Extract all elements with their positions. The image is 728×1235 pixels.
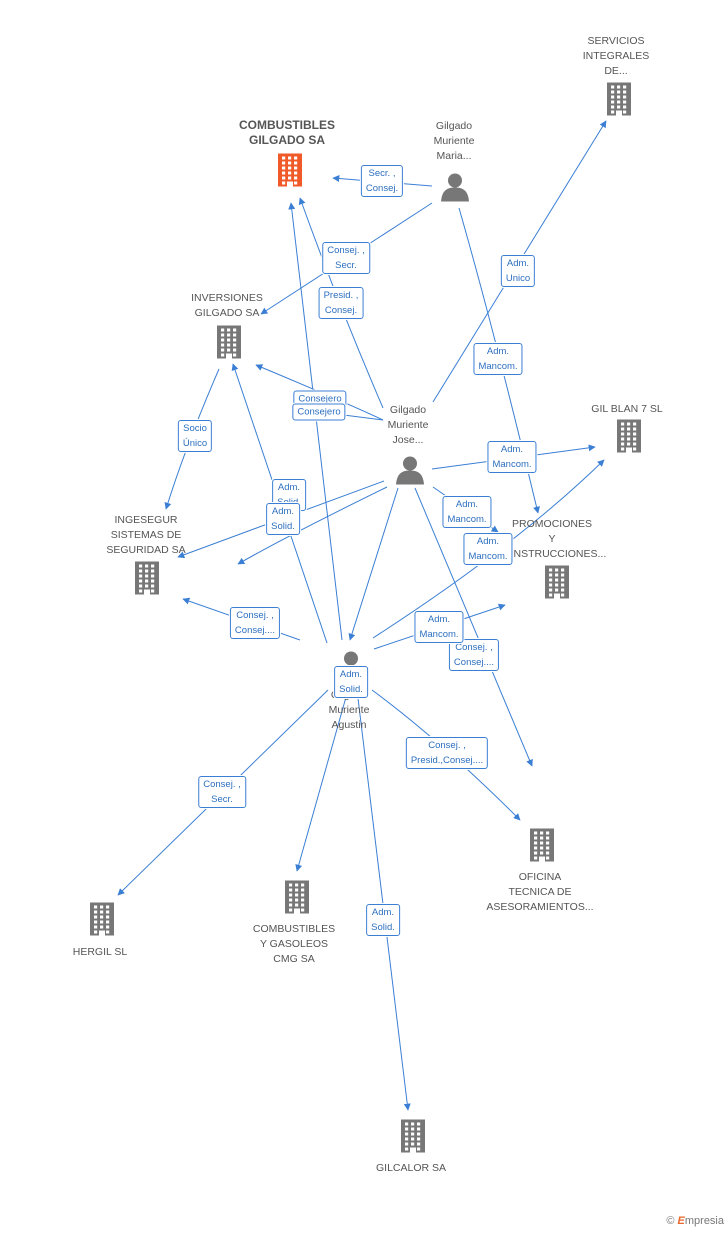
- company-building-icon[interactable]: [215, 325, 243, 364]
- relationship-role-label: Consej. , Consej....: [229, 607, 281, 639]
- relationship-role-label: Consej. , Consej....: [448, 639, 500, 671]
- relationship-role-label: Adm. Mancom.: [487, 441, 537, 473]
- company-name-label[interactable]: SERVICIOS INTEGRALES DE...: [582, 35, 650, 77]
- main-company-building-icon[interactable]: [276, 153, 304, 192]
- person-icon[interactable]: [395, 455, 425, 490]
- relationship-role-label: Consej. , Presid.,Consej....: [405, 737, 489, 769]
- company-building-icon[interactable]: [399, 1119, 427, 1158]
- relationship-role-label: Consej. , Secr.: [322, 242, 370, 274]
- person-name-label[interactable]: Gilgado Muriente Jose...: [387, 404, 429, 446]
- company-building-icon[interactable]: [133, 561, 161, 600]
- relationship-role-label: Adm. Solid.: [334, 666, 368, 698]
- relationship-role-label: Adm. Mancom.: [463, 533, 513, 565]
- company-name-label[interactable]: GILCALOR SA: [375, 1162, 447, 1174]
- person-name-label[interactable]: Gilgado Muriente Maria...: [433, 120, 475, 162]
- company-name-label[interactable]: COMBUSTIBLES GILGADO SA: [239, 118, 335, 147]
- relationship-role-label: Adm. Solid.: [266, 503, 300, 535]
- footer-brand: © Empresia: [666, 1215, 724, 1227]
- copyright-symbol: ©: [666, 1215, 675, 1227]
- company-name-label[interactable]: OFICINA TECNICA DE ASESORAMIENTOS...: [486, 871, 594, 913]
- edge-line: [288, 202, 343, 641]
- edge-line: [237, 486, 388, 565]
- company-name-label[interactable]: GIL BLAN 7 SL: [591, 403, 663, 415]
- company-building-icon[interactable]: [283, 880, 311, 919]
- edge-line: [295, 689, 349, 872]
- relationship-role-label: Adm. Solid.: [366, 904, 400, 936]
- relationship-role-label: Consej. , Secr.: [198, 776, 246, 808]
- edge-line: [356, 689, 411, 1111]
- company-building-icon[interactable]: [88, 902, 116, 941]
- company-building-icon[interactable]: [615, 419, 643, 458]
- relationship-role-label: Presid. , Consej.: [318, 287, 364, 319]
- company-building-icon[interactable]: [528, 828, 556, 867]
- company-name-label[interactable]: INVERSIONES GILGADO SA: [191, 292, 263, 319]
- relationship-role-label: Secr. , Consej.: [360, 165, 404, 197]
- company-building-icon[interactable]: [605, 82, 633, 121]
- edge-line: [348, 487, 399, 641]
- relationship-role-label: Socio Único: [177, 420, 213, 452]
- relationship-role-label: Adm. Mancom.: [414, 611, 464, 643]
- company-name-label[interactable]: INGESEGUR SISTEMAS DE SEGURIDAD SA: [106, 514, 186, 556]
- relationship-role-label: Adm. Unico: [500, 255, 536, 287]
- company-name-label[interactable]: PROMOCIONES Y CONSTRUCCIONES...: [497, 518, 607, 560]
- company-name-label[interactable]: COMBUSTIBLES Y GASOLEOS CMG SA: [252, 923, 336, 965]
- person-icon[interactable]: [440, 172, 470, 207]
- company-building-icon[interactable]: [543, 565, 571, 604]
- edge-line: [414, 487, 533, 767]
- company-name-label[interactable]: HERGIL SL: [72, 946, 128, 958]
- relationship-role-label: Adm. Mancom.: [442, 496, 492, 528]
- brand-name: mpresia: [684, 1215, 724, 1227]
- relationship-role-label: Consejero: [292, 403, 346, 421]
- relationship-role-label: Adm. Mancom.: [473, 343, 523, 375]
- brand-e-logo: E: [677, 1215, 685, 1227]
